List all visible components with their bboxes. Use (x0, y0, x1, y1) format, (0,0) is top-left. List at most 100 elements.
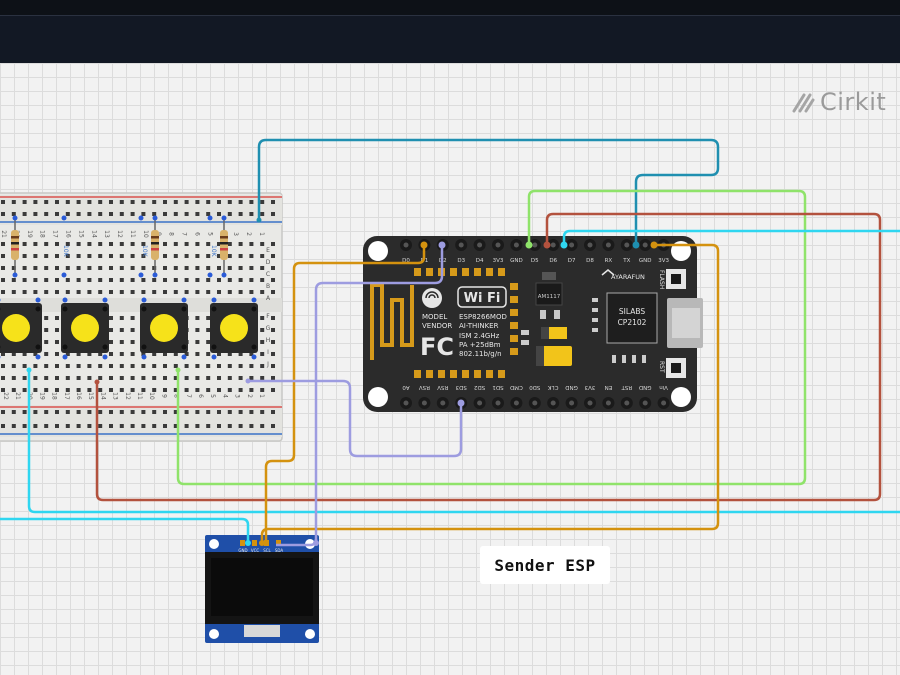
breadboard-hole[interactable] (141, 424, 146, 428)
breadboard-hole[interactable] (87, 388, 92, 392)
breadboard-hole[interactable] (44, 254, 49, 258)
breadboard-hole[interactable] (163, 212, 167, 216)
breadboard-hole[interactable] (98, 242, 103, 246)
breadboard-hole[interactable] (55, 410, 59, 414)
breadboard-hole[interactable] (206, 200, 211, 204)
breadboard-hole[interactable] (65, 200, 70, 204)
breadboard-hole[interactable] (119, 254, 124, 258)
breadboard-hole[interactable] (55, 278, 59, 282)
breadboard-hole[interactable] (1, 290, 5, 294)
breadboard-hole[interactable] (76, 254, 81, 258)
breadboard-hole[interactable] (227, 424, 232, 428)
breadboard-hole[interactable] (184, 266, 189, 270)
breadboard-hole[interactable] (87, 254, 92, 258)
breadboard-hole[interactable] (76, 266, 81, 270)
breadboard-hole[interactable] (98, 388, 103, 392)
breadboard-hole[interactable] (55, 316, 59, 320)
breadboard-hole[interactable] (206, 212, 211, 216)
breadboard-hole[interactable] (65, 266, 70, 270)
breadboard-hole[interactable] (11, 278, 16, 282)
breadboard-hole[interactable] (217, 364, 221, 368)
breadboard-hole[interactable] (55, 266, 59, 270)
breadboard-hole[interactable] (195, 424, 200, 428)
breadboard-hole[interactable] (260, 290, 265, 294)
breadboard-hole[interactable] (184, 242, 189, 246)
breadboard-hole[interactable] (249, 200, 254, 204)
breadboard-hole[interactable] (119, 242, 124, 246)
breadboard-hole[interactable] (163, 388, 167, 392)
breadboard-hole[interactable] (141, 410, 146, 414)
breadboard-hole[interactable] (260, 278, 265, 282)
breadboard-hole[interactable] (173, 352, 178, 356)
breadboard-hole[interactable] (130, 316, 135, 320)
breadboard-hole[interactable] (109, 388, 113, 392)
breadboard-hole[interactable] (109, 424, 113, 428)
breadboard-hole[interactable] (271, 424, 275, 428)
breadboard-hole[interactable] (195, 242, 200, 246)
breadboard-hole[interactable] (44, 200, 49, 204)
breadboard-hole[interactable] (1, 278, 5, 282)
breadboard-hole[interactable] (195, 266, 200, 270)
breadboard-hole[interactable] (271, 410, 275, 414)
breadboard-hole[interactable] (130, 388, 135, 392)
push-button[interactable] (140, 303, 188, 353)
breadboard-hole[interactable] (33, 376, 38, 380)
breadboard-hole[interactable] (141, 200, 146, 204)
breadboard-hole[interactable] (119, 316, 124, 320)
breadboard-hole[interactable] (173, 424, 178, 428)
breadboard-hole[interactable] (184, 278, 189, 282)
breadboard-hole[interactable] (65, 278, 70, 282)
breadboard-hole[interactable] (152, 388, 157, 392)
breadboard-hole[interactable] (271, 266, 275, 270)
breadboard-hole[interactable] (152, 200, 157, 204)
breadboard-hole[interactable] (195, 340, 200, 344)
breadboard-hole[interactable] (217, 266, 221, 270)
breadboard-hole[interactable] (217, 290, 221, 294)
breadboard-hole[interactable] (195, 352, 200, 356)
flash-button[interactable]: FLASH (658, 269, 686, 289)
breadboard-hole[interactable] (141, 388, 146, 392)
breadboard-hole[interactable] (141, 352, 146, 356)
breadboard-hole[interactable] (217, 200, 221, 204)
breadboard-hole[interactable] (109, 340, 113, 344)
breadboard-hole[interactable] (163, 242, 167, 246)
breadboard-hole[interactable] (130, 266, 135, 270)
breadboard-hole[interactable] (152, 352, 157, 356)
breadboard-hole[interactable] (33, 290, 38, 294)
breadboard-hole[interactable] (195, 376, 200, 380)
breadboard-hole[interactable] (271, 328, 275, 332)
breadboard-hole[interactable] (163, 364, 167, 368)
breadboard-hole[interactable] (44, 376, 49, 380)
breadboard-hole[interactable] (98, 212, 103, 216)
breadboard-hole[interactable] (271, 364, 275, 368)
breadboard-hole[interactable] (238, 388, 243, 392)
breadboard-hole[interactable] (65, 254, 70, 258)
breadboard-hole[interactable] (119, 376, 124, 380)
breadboard-hole[interactable] (11, 290, 16, 294)
breadboard-hole[interactable] (98, 352, 103, 356)
breadboard-hole[interactable] (260, 328, 265, 332)
breadboard-hole[interactable] (173, 388, 178, 392)
breadboard-hole[interactable] (33, 364, 38, 368)
breadboard-hole[interactable] (44, 410, 49, 414)
breadboard-hole[interactable] (98, 278, 103, 282)
breadboard-hole[interactable] (184, 290, 189, 294)
breadboard-hole[interactable] (11, 212, 16, 216)
breadboard-hole[interactable] (271, 278, 275, 282)
breadboard-hole[interactable] (184, 352, 189, 356)
breadboard-hole[interactable] (227, 254, 232, 258)
breadboard-hole[interactable] (44, 424, 49, 428)
push-button[interactable] (210, 303, 258, 353)
breadboard-hole[interactable] (249, 290, 254, 294)
breadboard-hole[interactable] (22, 266, 27, 270)
breadboard-hole[interactable] (33, 388, 38, 392)
breadboard-hole[interactable] (249, 212, 254, 216)
breadboard-hole[interactable] (163, 410, 167, 414)
breadboard-hole[interactable] (87, 242, 92, 246)
breadboard-hole[interactable] (55, 212, 59, 216)
breadboard-hole[interactable] (22, 242, 27, 246)
breadboard-hole[interactable] (33, 200, 38, 204)
breadboard-hole[interactable] (227, 266, 232, 270)
breadboard-hole[interactable] (109, 410, 113, 414)
breadboard-hole[interactable] (44, 388, 49, 392)
